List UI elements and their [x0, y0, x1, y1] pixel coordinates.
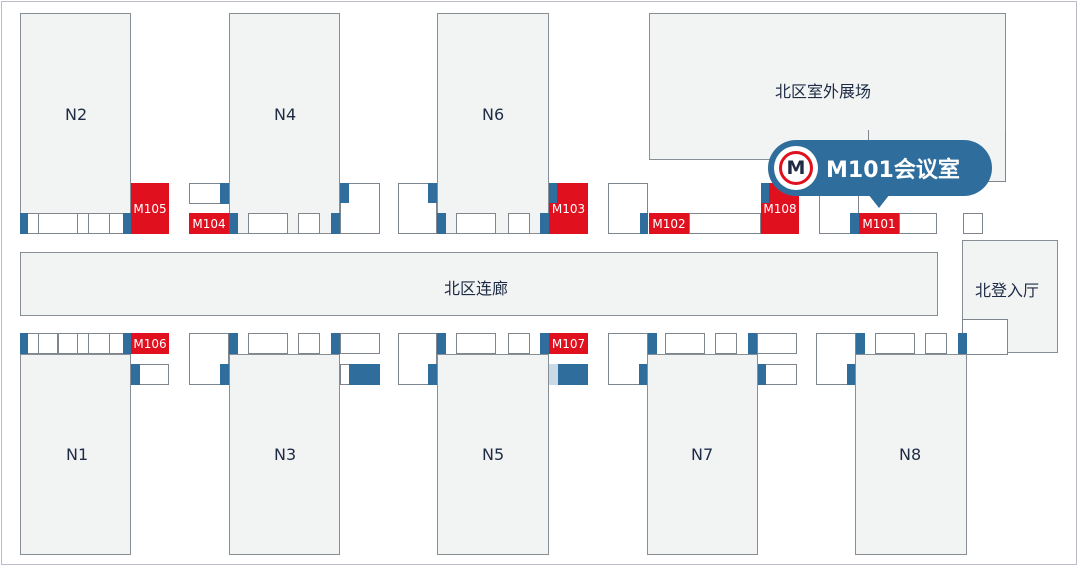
hall-n6[interactable]: N6 [437, 13, 549, 234]
room-m107[interactable]: M107 [549, 333, 588, 354]
stair-marker [123, 213, 131, 234]
stair-marker [549, 183, 557, 203]
service-room [508, 213, 530, 234]
stair-marker [640, 213, 648, 234]
room-m101[interactable]: M101 [859, 213, 899, 234]
stair-marker [558, 364, 588, 385]
hall-n1-label: N1 [66, 445, 89, 464]
room-m102[interactable]: M102 [649, 213, 689, 234]
service-room [715, 333, 737, 354]
stair-marker [428, 364, 437, 385]
service-room [88, 213, 110, 234]
stair-marker [437, 213, 446, 234]
hall-n1[interactable]: N1 [20, 354, 131, 555]
stair-marker [220, 364, 229, 385]
service-room [88, 333, 110, 354]
stair-marker [331, 213, 340, 234]
stair-marker [757, 364, 766, 385]
hall-n3-label: N3 [274, 445, 297, 464]
service-room [508, 333, 530, 354]
hall-n4[interactable]: N4 [229, 13, 340, 234]
m101-callout[interactable]: M M101会议室 [768, 140, 992, 196]
service-room [58, 333, 78, 354]
stair-marker [20, 333, 28, 354]
stair-marker [540, 213, 549, 234]
service-room [456, 333, 496, 354]
stair-marker [639, 364, 648, 385]
room-m105[interactable]: M105 [131, 183, 169, 234]
callout-title: M101会议室 [826, 158, 960, 183]
service-room [248, 333, 288, 354]
meeting-room-icon: M [774, 146, 818, 190]
stair-marker [847, 364, 856, 385]
stair-marker [229, 213, 238, 234]
hall-n4-label: N4 [274, 105, 297, 124]
hall-n6-label: N6 [482, 105, 505, 124]
stair-marker [331, 333, 340, 354]
stair-marker [648, 333, 657, 354]
stair-marker [437, 333, 446, 354]
service-room [757, 333, 797, 354]
stair-marker [761, 183, 769, 203]
stair-marker [958, 333, 967, 354]
stair-marker [349, 364, 380, 385]
service-room [38, 213, 78, 234]
north-corridor[interactable]: 北区连廊 [20, 252, 938, 316]
service-room [925, 333, 947, 354]
north-corridor-label: 北区连廊 [444, 279, 509, 298]
hall-n2-label: N2 [65, 105, 88, 124]
service-room [298, 213, 320, 234]
hall-n5[interactable]: N5 [437, 354, 549, 555]
service-room [875, 333, 915, 354]
stair-marker [340, 183, 349, 203]
service-room [248, 213, 288, 234]
service-room [38, 333, 58, 354]
service-room [899, 213, 937, 234]
stair-marker [123, 333, 131, 354]
hall-n7[interactable]: N7 [647, 354, 758, 555]
stair-marker-light [549, 364, 558, 385]
service-room [689, 213, 761, 234]
stair-marker [856, 333, 865, 354]
stair-marker [20, 213, 28, 234]
service-room [665, 333, 705, 354]
stair-marker [428, 183, 437, 203]
stair-marker [131, 364, 140, 385]
hall-n8-label: N8 [899, 445, 922, 464]
stair-marker [850, 213, 859, 234]
stair-marker [748, 333, 757, 354]
meeting-room-icon-letter: M [779, 151, 813, 185]
north-entrance-hall-label: 北登入厅 [975, 281, 1040, 300]
service-room [298, 333, 320, 354]
hall-n2[interactable]: N2 [20, 13, 131, 234]
room-m104[interactable]: M104 [189, 213, 229, 234]
service-room [340, 333, 380, 354]
hall-n5-label: N5 [482, 445, 505, 464]
north-outdoor-area-label: 北区室外展场 [775, 82, 872, 101]
hall-n8[interactable]: N8 [855, 354, 967, 555]
hall-n3[interactable]: N3 [229, 354, 340, 555]
room-m106[interactable]: M106 [131, 333, 169, 354]
stair-marker [229, 333, 238, 354]
callout-pointer [868, 194, 890, 208]
service-room [963, 213, 983, 234]
entrance-notch [962, 319, 1008, 355]
service-room [456, 213, 496, 234]
stair-marker [540, 333, 549, 354]
stair-marker [220, 183, 229, 204]
hall-n7-label: N7 [691, 445, 714, 464]
